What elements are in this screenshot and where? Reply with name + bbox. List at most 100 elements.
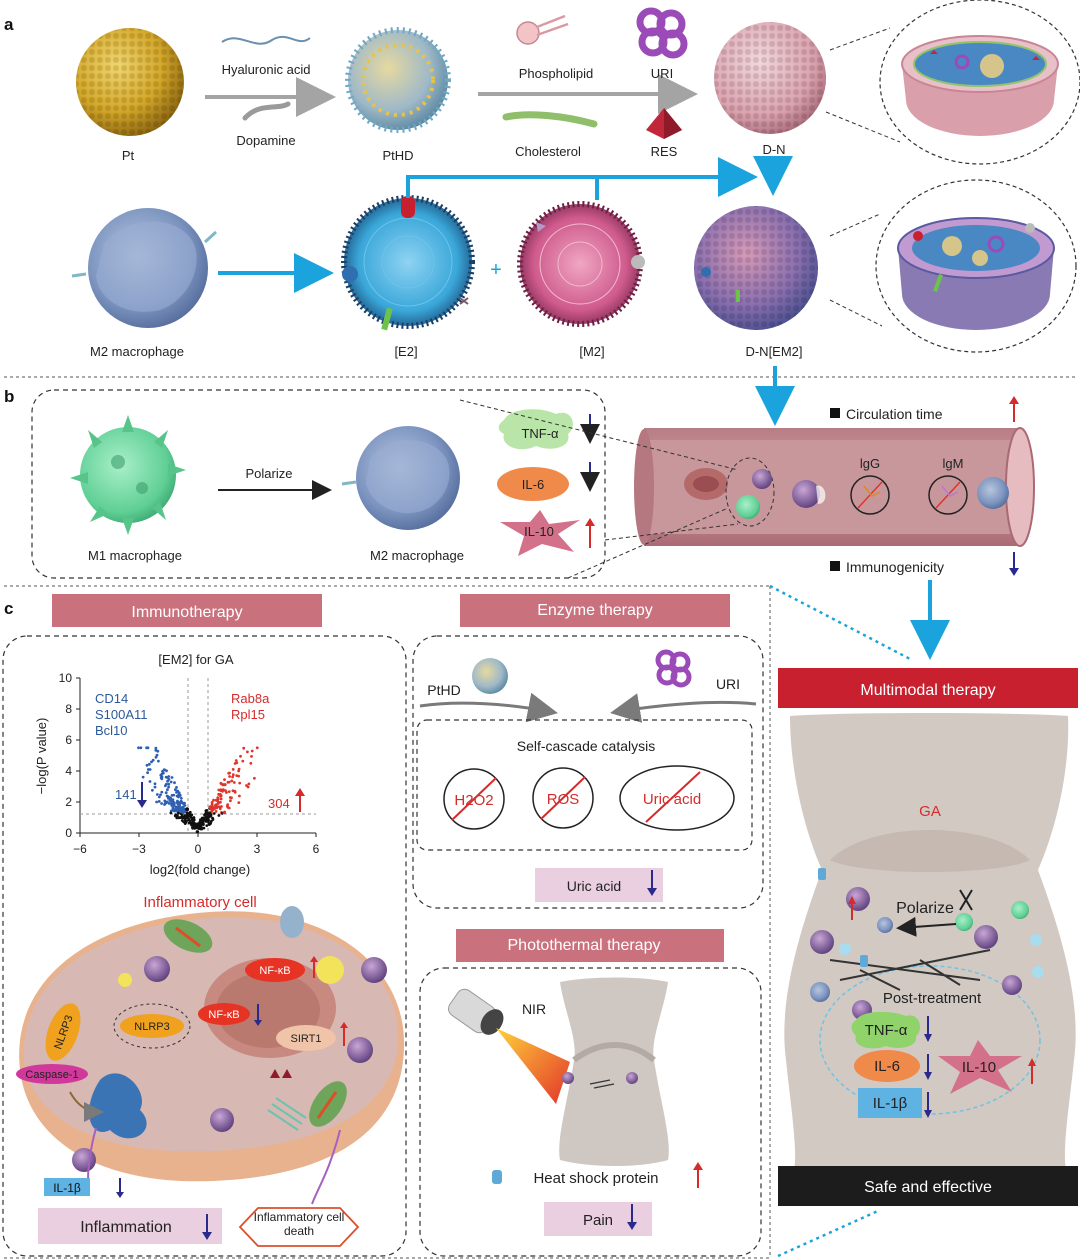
igg-label: lgG (860, 456, 880, 471)
immunotherapy-header (52, 594, 322, 627)
volcano-point (179, 796, 183, 800)
dopamine-icon (242, 101, 291, 121)
volcano-point (171, 806, 175, 810)
volcano-point (169, 780, 173, 784)
nfkb-nuc-shape (198, 1003, 250, 1025)
enzyme-box (412, 635, 764, 909)
m2-macrophage-cell (71, 208, 218, 328)
volcano-point (165, 782, 168, 786)
nlrp3-b-label: NLRP3 (134, 1021, 169, 1033)
polarization-box (31, 389, 606, 579)
legend-square (830, 408, 840, 418)
il10-star (500, 510, 580, 556)
joint-il1b-label: IL-1β (873, 1095, 908, 1112)
zoom-line (829, 299, 883, 327)
circulation-time-label: Circulation time (846, 406, 943, 422)
multimodal-title: Multimodal therapy (860, 682, 995, 699)
volcano-point (201, 817, 205, 821)
volcano-point (219, 797, 223, 801)
uric-acid-ellipse (619, 765, 735, 831)
volcano-point (166, 788, 169, 792)
enzyme-uri-label: URI (716, 676, 740, 692)
volcano-y-tick-label: 8 (65, 702, 72, 716)
volcano-point (141, 775, 145, 779)
dn-em2-cross-section (875, 179, 1077, 353)
safe-effective-label: Safe and effective (864, 1179, 992, 1196)
zoom-line (459, 399, 739, 471)
photothermal-header (456, 929, 724, 962)
volcano-point (163, 768, 167, 772)
joint-polarize-label: Polarize (896, 900, 954, 917)
volcano-point (205, 824, 209, 827)
il6-ellipse (497, 467, 569, 501)
inflammatory-cell-title: Inflammatory cell (143, 894, 256, 911)
volcano-point (242, 746, 246, 750)
volcano-point (231, 773, 235, 777)
volcano-point (207, 815, 211, 819)
tnf-label: TNF-α (521, 426, 559, 441)
e2-membrane-vesicle (341, 195, 475, 331)
m2-macrophage-label: M2 macrophage (90, 344, 184, 359)
nlrp3-inflammasome (113, 1003, 191, 1049)
volcano-point (237, 774, 241, 778)
pt-nanoparticle (76, 28, 184, 136)
volcano-point (239, 754, 242, 758)
volcano-point (253, 776, 256, 780)
volcano-point (169, 811, 173, 815)
volcano-point (151, 788, 154, 792)
polarize-label: Polarize (246, 466, 293, 481)
volcano-point (145, 763, 149, 767)
volcano-point (231, 768, 235, 771)
volcano-point (178, 793, 182, 797)
volcano-point (153, 785, 157, 789)
volcano-y-tick-label: 0 (65, 826, 72, 840)
m1-macrophage-cell (70, 415, 186, 535)
volcano-point (223, 783, 227, 787)
volcano-point (206, 817, 210, 821)
volcano-point (249, 761, 253, 765)
volcano-point (170, 776, 174, 779)
caspase1-shape (16, 1064, 88, 1084)
nfkb-nuc-label: NF-κB (208, 1009, 239, 1021)
volcano-point (223, 811, 227, 814)
volcano-point (153, 782, 157, 786)
volcano-point (177, 811, 180, 815)
pain-box (544, 1202, 652, 1236)
volcano-point (250, 749, 254, 753)
joint-tnf-label: TNF-α (865, 1022, 908, 1039)
zoom-line (604, 523, 739, 541)
volcano-point (190, 823, 194, 827)
volcano-point (155, 753, 159, 757)
volcano-point (190, 817, 194, 821)
ros-label: ROS (547, 791, 580, 808)
volcano-point (151, 758, 155, 762)
volcano-point (148, 780, 152, 783)
e2-label: [E2] (394, 344, 417, 359)
connector-dotted (769, 584, 913, 662)
volcano-point (231, 775, 235, 779)
volcano-x-tick-label: 6 (313, 842, 320, 856)
cholesterol-label: Cholesterol (515, 144, 581, 159)
volcano-point (172, 793, 176, 797)
volcano-point (225, 791, 228, 794)
volcano-point (157, 800, 161, 803)
volcano-point (164, 791, 168, 795)
zoom-line (567, 507, 729, 579)
uri-label: URI (651, 66, 673, 81)
volcano-point (148, 768, 152, 771)
volcano-point (221, 788, 225, 791)
volcano-point (211, 805, 215, 809)
volcano-point (177, 791, 181, 795)
volcano-y-tick-label: 6 (65, 733, 72, 747)
caspase1-label: Caspase-1 (25, 1069, 78, 1081)
volcano-point (175, 794, 179, 798)
up-gene-2: Rpl15 (231, 707, 265, 722)
volcano-y-label: −log(P value) (34, 718, 49, 795)
res-drug-icon (646, 108, 682, 139)
pthd-icon (472, 658, 508, 694)
legend-square (830, 561, 840, 571)
up-count: 304 (268, 796, 290, 811)
hyaluronic-acid-label: Hyaluronic acid (222, 62, 311, 77)
volcano-point (238, 794, 241, 798)
